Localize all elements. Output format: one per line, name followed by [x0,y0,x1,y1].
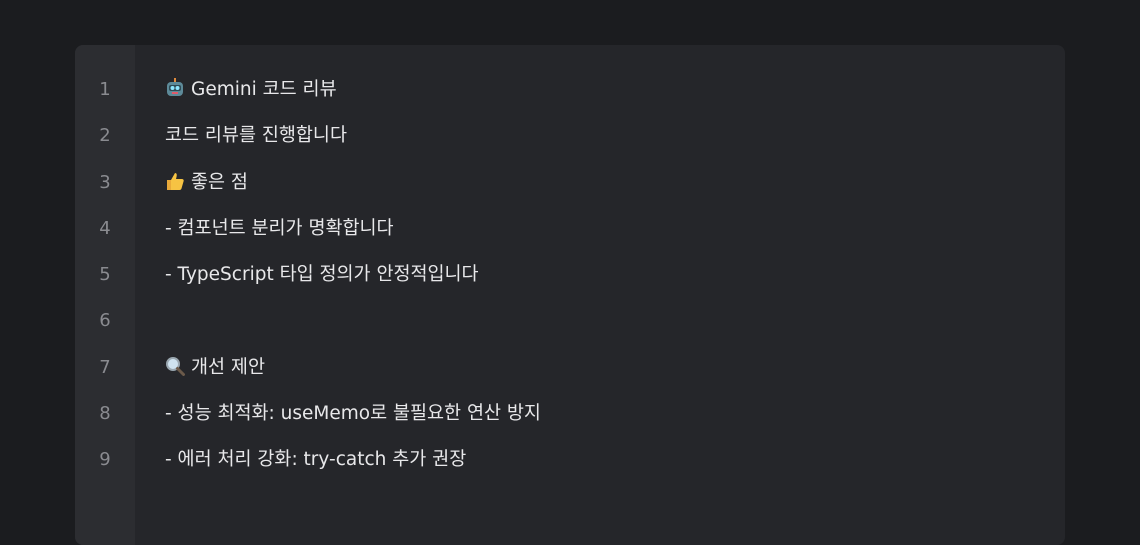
code-line[interactable]: - 성능 최적화: useMemo로 불필요한 연산 방지 [165,391,1065,437]
line-text: Gemini 코드 리뷰 [191,79,337,100]
robot-icon [167,78,183,96]
code-line[interactable]: - TypeScript 타입 정의가 안정적입니다 [165,252,1065,298]
line-number: 5 [99,264,111,286]
line-number: 7 [99,356,111,378]
line-text: 코드 리뷰를 진행합니다 [165,125,347,147]
code-line[interactable] [165,298,1065,344]
line-text: - TypeScript 타입 정의가 안정적입니다 [165,264,479,286]
line-number: 9 [99,449,111,471]
code-line[interactable]: 좋은 점 [165,160,1065,206]
code-line[interactable]: 개선 제안 [165,345,1065,391]
line-number: 3 [99,171,111,193]
code-line[interactable]: - 컴포넌트 분리가 명확합니다 [165,206,1065,252]
line-number: 8 [99,403,111,425]
thumbs-up-icon [167,172,184,190]
line-text: 개선 제안 [191,356,265,378]
code-line[interactable]: Gemini 코드 리뷰 [165,67,1065,113]
code-line[interactable]: 코드 리뷰를 진행합니다 [165,113,1065,159]
line-number-gutter: 1 2 3 4 5 6 7 8 9 [75,45,135,545]
code-editor[interactable]: 1 2 3 4 5 6 7 8 9 Gemini 코드 리뷰 코드 리뷰를 진행… [75,45,1065,545]
line-number: 6 [99,310,111,332]
line-text: - 에러 처리 강화: try-catch 추가 권장 [165,449,467,471]
line-text: 좋은 점 [191,171,248,193]
code-line[interactable]: - 에러 처리 강화: try-catch 추가 권장 [165,437,1065,483]
line-text: - 성능 최적화: useMemo로 불필요한 연산 방지 [165,403,541,425]
line-text: - 컴포넌트 분리가 명확합니다 [165,217,394,239]
line-number: 4 [99,217,111,239]
line-number: 1 [99,79,111,100]
line-number: 2 [99,125,111,147]
magnifier-icon [166,356,185,376]
editor-content[interactable]: Gemini 코드 리뷰 코드 리뷰를 진행합니다 좋은 점 - 컴포넌트 분리… [135,45,1065,545]
